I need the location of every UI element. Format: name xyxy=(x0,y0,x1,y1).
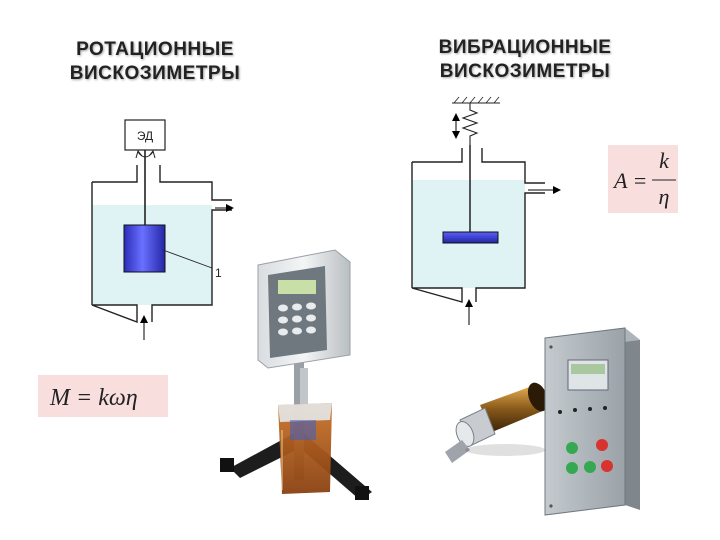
device-keypad xyxy=(278,302,316,336)
controller-red-button xyxy=(601,460,613,472)
vibrational-formula-numerator: k xyxy=(659,148,670,173)
spring-icon xyxy=(461,103,479,145)
vibrational-controller-photo xyxy=(544,327,640,516)
rotational-schematic: ЭД 1 xyxy=(91,119,234,340)
controller-red-button xyxy=(596,439,608,451)
rotational-title-line1: РОТАЦИОННЫЕ xyxy=(76,39,234,60)
vibrational-title-line1: ВИБРАЦИОННЫЕ xyxy=(438,37,612,58)
rotational-vessel xyxy=(91,165,232,324)
vibrational-title: ВИБРАЦИОННЫЕ ВИСКОЗИМЕТРЫ xyxy=(395,36,655,84)
vibrational-formula-lhs: A = xyxy=(612,168,647,193)
vibrational-title-line2: ВИСКОЗИМЕТРЫ xyxy=(439,61,611,82)
controller-green-button xyxy=(566,462,578,474)
vibrational-formula: A = k η xyxy=(608,145,678,213)
vibrational-formula-denominator: η xyxy=(659,184,670,209)
vibrational-formula-box xyxy=(608,145,678,213)
vibrational-vessel xyxy=(411,148,545,303)
part-label: 1 xyxy=(215,266,222,280)
rotational-viscometer-device xyxy=(220,249,372,500)
rotational-formula-box xyxy=(38,375,168,417)
device-panel xyxy=(268,266,327,358)
vibration-probe-photo xyxy=(445,382,549,463)
rotational-formula-text: M = kωη xyxy=(49,385,138,411)
motor-box xyxy=(124,119,166,151)
controller-front-panel xyxy=(544,327,626,516)
probe-plate xyxy=(442,231,499,244)
device-display xyxy=(278,280,316,294)
controller-green-button xyxy=(566,442,578,454)
vibrational-schematic xyxy=(411,96,561,325)
rotational-title: РОТАЦИОННЫЕ ВИСКОЗИМЕТРЫ xyxy=(30,38,280,86)
rotor-cylinder xyxy=(123,224,166,273)
rotational-formula: M = kωη xyxy=(38,375,168,417)
motor-label: ЭД xyxy=(137,129,153,143)
rotational-title-line2: ВИСКОЗИМЕТРЫ xyxy=(69,63,241,84)
controller-green-button xyxy=(584,461,596,473)
